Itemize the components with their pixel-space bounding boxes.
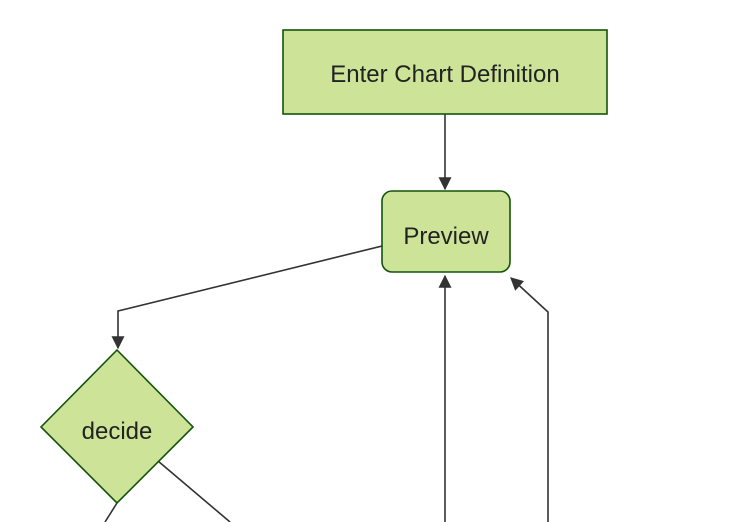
edge-decide-to-offscreen-bottomright <box>157 460 231 522</box>
node-enter-chart-definition: Enter Chart Definition <box>282 29 608 115</box>
node-preview: Preview <box>381 190 511 273</box>
preview-box <box>381 190 511 273</box>
enter-chart-definition-label: Enter Chart Definition <box>330 61 559 88</box>
decide-diamond <box>39 348 195 505</box>
edge-decide-to-offscreen-bottomleft <box>104 502 118 522</box>
preview-label: Preview <box>403 223 489 250</box>
decide-label: decide <box>82 418 153 445</box>
enter-chart-definition-box <box>282 29 608 115</box>
node-decide: decide <box>39 348 195 505</box>
edge-preview-to-decide <box>111 245 383 350</box>
edge-offscreen-bottomright-to-preview <box>510 277 549 522</box>
